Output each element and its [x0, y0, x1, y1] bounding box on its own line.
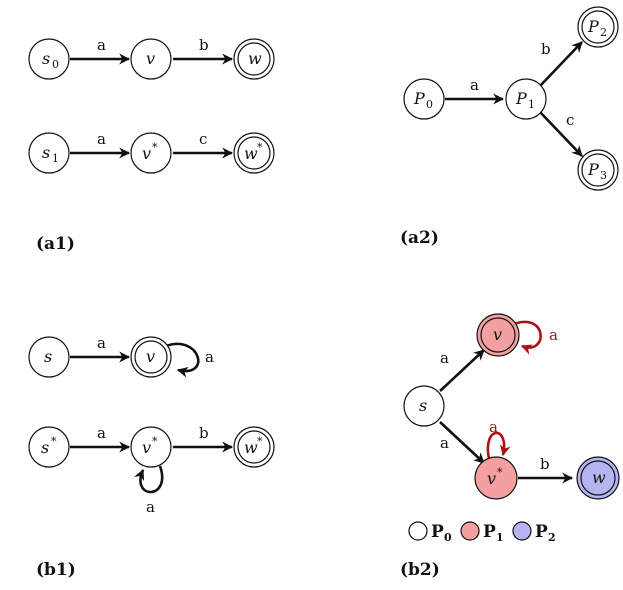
state-v-label: v [493, 325, 502, 344]
legend-label-p0: P [431, 522, 444, 542]
state-s [28, 336, 70, 378]
state-vstar-label: v [487, 469, 496, 488]
state-vstar [130, 426, 172, 468]
state-wstar-accept-inner [237, 136, 271, 170]
panel-a1: s 0 v w a b s 1 v * w * a c (a1) [28, 36, 275, 254]
state-v-accept-inner [480, 317, 516, 353]
state-w-label: w [592, 468, 606, 487]
state-w-label: w [248, 49, 262, 68]
state-p0 [403, 78, 445, 120]
state-s0-sub: 0 [52, 58, 59, 71]
edge-label-c: c [199, 130, 207, 148]
state-wstar-sup: * [257, 435, 263, 448]
edge-label-b: b [199, 36, 209, 54]
edge-label-a: a [97, 334, 106, 352]
legend-sub-p2: 2 [548, 531, 556, 544]
state-v [130, 38, 172, 80]
legend-label-p2: P [535, 522, 548, 542]
state-sstar-label: s [41, 438, 49, 457]
caption-a2: (a2) [400, 228, 439, 248]
state-s-label: s [44, 347, 52, 366]
state-s0-label: s [42, 49, 50, 68]
state-vstar-sup: * [152, 141, 158, 154]
state-wstar-accept-inner [237, 430, 271, 464]
self-loop-v [513, 320, 542, 355]
loop-label-a: a [549, 326, 558, 344]
state-p0-label: P [413, 89, 425, 108]
edge-label-a: a [97, 424, 106, 442]
state-p1-sub: 1 [528, 98, 535, 111]
edge-label-b: b [541, 40, 551, 58]
state-vstar-sup: * [497, 466, 503, 479]
state-s1-sub: 1 [52, 152, 59, 165]
state-vstar [474, 456, 518, 500]
edge-label-a: a [97, 130, 106, 148]
edge-label-a: a [97, 36, 106, 54]
state-s1 [28, 132, 70, 174]
legend-sub-p1: 1 [496, 531, 504, 544]
caption-a1: (a1) [36, 234, 75, 254]
state-p3-label: P [587, 160, 599, 179]
state-sstar [28, 426, 70, 468]
edge-p1-p2 [539, 41, 583, 87]
state-p1-label: P [515, 89, 527, 108]
state-vstar-label: v [142, 144, 151, 163]
panel-a2: P 0 P 1 P 2 P 3 a b c (a2) [400, 6, 619, 248]
legend-sub-p0: 0 [444, 531, 452, 544]
state-s-label: s [419, 396, 427, 415]
self-loop-vstar [134, 465, 164, 494]
caption-b1: (b1) [36, 560, 76, 580]
edge-p1-p3 [539, 111, 583, 157]
self-loop-vstar [486, 431, 511, 460]
state-v-label: v [146, 49, 155, 68]
state-p2-accept-inner [581, 10, 615, 44]
edge-label-c: c [566, 111, 574, 129]
loop-label-a: a [205, 348, 214, 366]
state-sstar-sup: * [51, 435, 57, 448]
edge-s-vstar [439, 421, 485, 464]
edge-label-a: a [470, 76, 479, 94]
edge-label-b: b [199, 424, 209, 442]
loop-label-a: a [146, 498, 155, 516]
state-p3-sub: 3 [600, 169, 607, 182]
state-v-label: v [146, 347, 155, 366]
state-vstar [130, 132, 172, 174]
edge-label-b: b [540, 455, 550, 473]
state-s1-label: s [42, 143, 50, 162]
panel-b2: s v v * w a a b a a P 0 P 1 P 2 (b2) [400, 313, 620, 580]
loop-label-a: a [489, 418, 498, 436]
caption-b2: (b2) [400, 560, 440, 580]
legend: P 0 P 1 P 2 [408, 521, 556, 544]
state-vstar-sup: * [152, 435, 158, 448]
panel-b1: s v a a s * v * w * a b a (b1) [28, 334, 275, 580]
state-p1 [505, 78, 547, 120]
state-p2-sub: 2 [600, 26, 607, 39]
state-wstar-label: w [244, 438, 258, 457]
self-loop-v [165, 342, 200, 378]
edge-label-a: a [440, 434, 449, 452]
state-p3-accept-inner [581, 153, 615, 187]
legend-label-p1: P [483, 522, 496, 542]
state-p0-sub: 0 [426, 98, 433, 111]
state-wstar-sup: * [257, 141, 263, 154]
state-w-accept-inner [580, 460, 616, 496]
edge-label-a: a [440, 349, 449, 367]
legend-swatch-p1 [460, 521, 480, 541]
state-wstar-label: w [244, 144, 258, 163]
state-s [403, 385, 445, 427]
edge-s-v [439, 349, 485, 392]
state-vstar-label: v [142, 438, 151, 457]
legend-swatch-p0 [408, 521, 428, 541]
legend-swatch-p2 [512, 521, 532, 541]
state-p2-label: P [587, 17, 599, 36]
state-s0 [28, 38, 70, 80]
state-v-accept-inner [134, 340, 168, 374]
state-w-accept-inner [237, 42, 271, 76]
